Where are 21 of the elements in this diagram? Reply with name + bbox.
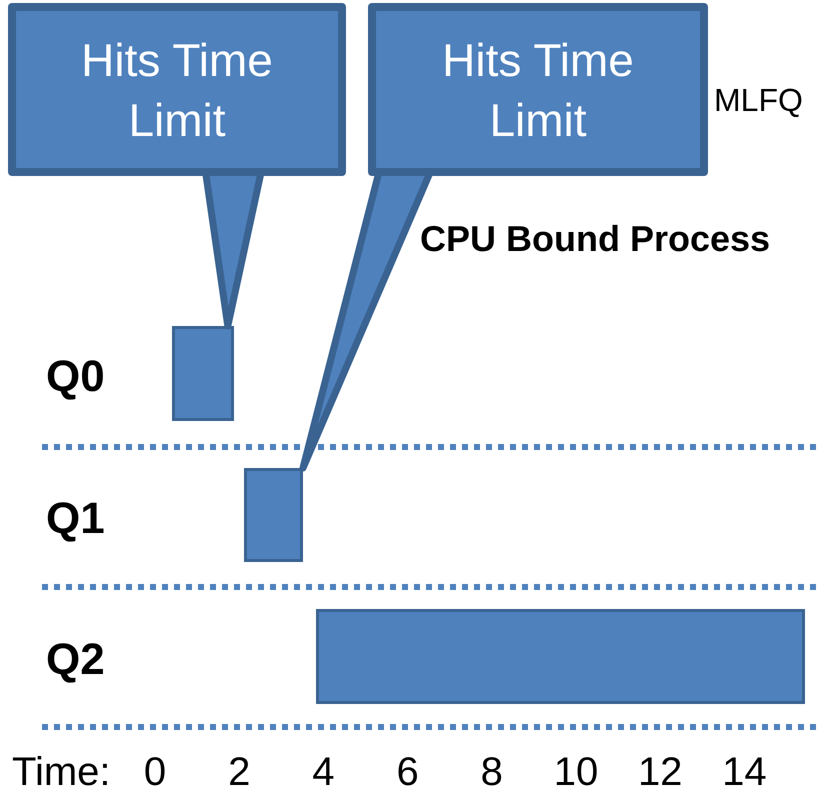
diagram-title: MLFQ (714, 81, 803, 120)
tick-label: 12 (636, 749, 684, 796)
tick-label: 4 (311, 749, 336, 796)
time-slice-bar (244, 468, 303, 562)
tick-label: 6 (395, 749, 420, 796)
queue-label: Q2 (46, 634, 105, 686)
time-slice-bar (316, 609, 805, 704)
callout-box (8, 3, 346, 176)
time-slice-bar (172, 326, 234, 421)
axis-title: Time: (12, 749, 111, 796)
tick-label: 8 (480, 749, 504, 796)
subtitle: CPU Bound Process (420, 217, 770, 261)
tick-label: 14 (721, 749, 768, 796)
tick-label: 0 (142, 749, 168, 796)
queue-label: Q1 (46, 493, 105, 545)
tick-label: 2 (227, 749, 252, 796)
queue-label: Q0 (46, 351, 105, 403)
callout-text: Hits Time Limit (80, 32, 274, 148)
tick-label: 10 (552, 749, 600, 796)
callout-text: Hits Time Limit (441, 32, 635, 148)
callout-box (368, 3, 708, 176)
